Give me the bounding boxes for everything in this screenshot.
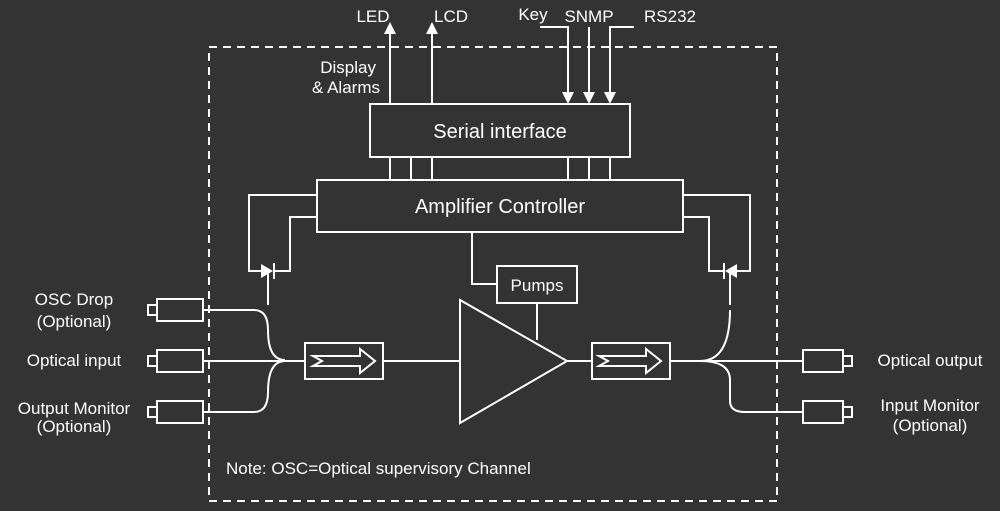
optical-output-connector-icon [802, 349, 853, 373]
amplifier-controller-block [316, 179, 684, 233]
output-isolator-arrow-icon [595, 346, 663, 376]
input-monitor-label-line2: (Optional) [893, 416, 968, 435]
pumps-block [496, 265, 578, 304]
module-boundary [208, 46, 778, 502]
input-isolator [304, 342, 384, 380]
input-photodiode-icon [248, 194, 317, 305]
osc-drop-label-line1: OSC Drop [35, 290, 113, 309]
input-monitor-connector-icon [802, 400, 853, 424]
pumps-label: Pumps [511, 276, 564, 295]
input-isolator-arrow-icon [309, 346, 377, 376]
key-arrow [540, 26, 574, 104]
output-monitor-connector-icon [147, 400, 204, 424]
amplifier-controller-label: Amplifier Controller [415, 196, 585, 218]
controller-to-pumps-line [471, 232, 497, 285]
display-alarms-label-line1: Display [320, 58, 376, 77]
key-label: Key [518, 5, 548, 24]
output-monitor-label-line2: (Optional) [37, 417, 112, 436]
rs232-arrow [604, 26, 634, 104]
input-coupler [203, 309, 305, 413]
optical-output-label: Optical output [878, 351, 983, 370]
output-coupler [670, 309, 803, 413]
input-monitor-label-line1: Input Monitor [880, 396, 980, 415]
amplifier-gain-stage [459, 298, 570, 425]
output-isolator [591, 342, 671, 380]
display-alarms-label-line2: & Alarms [312, 78, 380, 97]
note-text: Note: OSC=Optical supervisory Channel [226, 459, 531, 478]
optical-input-label: Optical input [27, 351, 122, 370]
led-label: LED [356, 7, 389, 26]
serial-interface-block [369, 103, 631, 158]
output-monitor-label-line1: Output Monitor [18, 399, 131, 418]
lcd-label: LCD [434, 7, 468, 26]
rs232-label: RS232 [644, 7, 696, 26]
serial-interface-label: Serial interface [433, 121, 566, 143]
snmp-label: SNMP [564, 7, 613, 26]
optical-input-connector-icon [147, 349, 204, 373]
serial-bus [389, 157, 611, 180]
output-photodiode-icon [683, 194, 751, 305]
osc-drop-connector-icon [147, 298, 204, 322]
osc-drop-label-line2: (Optional) [37, 312, 112, 331]
